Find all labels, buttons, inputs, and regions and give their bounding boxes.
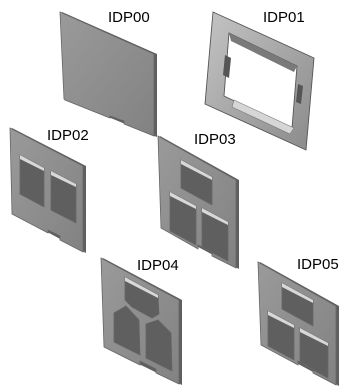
panel-idp01-clip-left [223,55,231,78]
panel-idp00-drawing [59,11,157,137]
panel-idp05-label: IDP05 [297,256,339,273]
panel-idp03-drawing [157,135,239,269]
panel-idp05-hole-edge-c [300,328,328,346]
panel-idp02-hole-edge-b [51,171,76,187]
panel-idp04-face [100,257,180,385]
panel-idp02-face [9,127,84,253]
panel-idp05-drawing [257,261,339,386]
panel-idp03-label: IDP03 [194,131,236,148]
panel-idp00-face [59,11,155,137]
panel-idp03-hole-edge-c [202,208,228,225]
panel-idp03-hole-edge-b [170,192,196,209]
panel-idp01-rail [231,99,295,135]
panel-idp03-hole-edge-a [181,160,212,180]
panel-idp01-frame [204,11,315,151]
panel-idp01-drawing [204,11,315,151]
panel-idp03-face [157,135,237,269]
panel-idp02-hole-edge-a [20,155,44,171]
panel-idp01-clip-right [296,84,303,104]
panel-idp05-face [257,261,337,386]
panel-idp01-inner-edge [229,33,297,72]
panel-idp05-hole-edge-b [268,311,294,328]
panel-idp05-hole-edge-a [282,283,313,303]
panel-idp04-hole-edge-a [125,277,158,298]
panel-idp04-drawing [100,257,182,385]
panel-idp02-label: IDP02 [47,127,89,144]
panel-idp04-label: IDP04 [137,257,179,274]
panel-idp01-label: IDP01 [263,9,305,26]
panel-idp02-drawing [9,127,86,253]
panel-idp00-label: IDP00 [108,9,150,26]
